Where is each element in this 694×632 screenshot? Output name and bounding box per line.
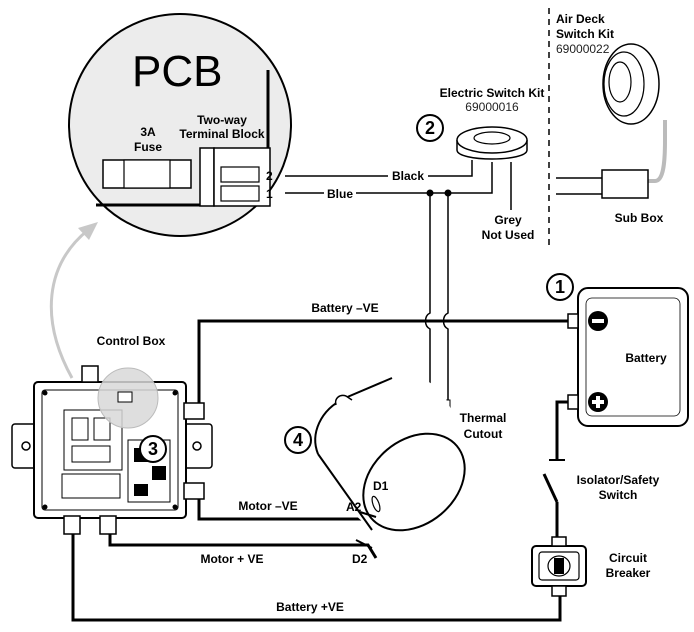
callout-1-circle	[546, 273, 574, 301]
air-deck-title-1: Air Deck	[556, 12, 605, 26]
thermal-label-1: Thermal	[460, 411, 507, 425]
control-box-label: Control Box	[97, 334, 166, 348]
wire-battery-negative	[197, 319, 570, 412]
terminal-block	[199, 147, 215, 207]
isolator-switch-icon	[542, 459, 565, 503]
callout-3: 3	[148, 439, 158, 459]
callout-1: 1	[555, 277, 565, 297]
terminal-d1: D1	[373, 479, 389, 493]
callout-2: 2	[425, 118, 435, 138]
breaker-label-1: Circuit	[609, 551, 647, 565]
callout-3-circle	[139, 435, 167, 463]
electric-switch-title: Electric Switch Kit	[440, 86, 545, 100]
fuse-rating: 3A	[140, 125, 156, 139]
breaker-label-2: Breaker	[606, 566, 651, 580]
magnifier-arrow	[49, 228, 89, 379]
sub-box-icon	[601, 169, 649, 199]
terminal-d2: D2	[352, 552, 368, 566]
callout-4: 4	[293, 430, 303, 450]
battery-icon	[567, 287, 689, 427]
junction-dot	[426, 189, 434, 197]
wire-motor-positive	[108, 530, 378, 559]
air-deck-switch-icon	[602, 43, 660, 125]
sub-box-label: Sub Box	[615, 211, 664, 225]
callout-2-circle	[416, 114, 444, 142]
magnifier-arrowhead	[78, 222, 98, 240]
wire-black-to-switch	[462, 160, 473, 177]
wire-label-motor-positive: Motor + VE	[200, 552, 263, 566]
electric-switch-icon	[456, 126, 528, 160]
terminal-label-2: Terminal Block	[179, 127, 264, 141]
terminal-a2: A2	[346, 500, 362, 514]
wire-blue-to-switch	[482, 162, 493, 194]
fuse-label: Fuse	[134, 140, 162, 154]
air-deck-title-2: Switch Kit	[556, 27, 614, 41]
wire-battery-to-isolator	[555, 400, 570, 460]
terminal-label-1: Two-way	[197, 113, 247, 127]
circuit-breaker-icon	[531, 536, 587, 597]
air-deck-code: 69000022	[556, 42, 610, 56]
wire-label-blue: Blue	[327, 187, 353, 201]
wire-label-battery-positive: Battery +VE	[276, 600, 344, 614]
pcb-title: PCB	[132, 47, 222, 96]
pin-1-label: 1	[266, 187, 273, 201]
thermal-label-2: Cutout	[464, 427, 503, 441]
pcb-magnifier	[68, 13, 292, 237]
not-used-label: Not Used	[482, 228, 535, 242]
grey-label: Grey	[494, 213, 522, 227]
wire-label-battery-negative: Battery –VE	[311, 301, 378, 315]
callout-4-circle	[284, 426, 312, 454]
wire-battery-positive	[71, 532, 562, 622]
control-box-icon	[11, 365, 213, 535]
wire-label-motor-negative: Motor –VE	[238, 499, 297, 513]
battery-label: Battery	[625, 351, 667, 365]
wire-label-black: Black	[392, 169, 424, 183]
electric-switch-code: 69000016	[465, 100, 519, 114]
pin-2-label: 2	[266, 169, 273, 183]
isolator-label-2: Switch	[599, 488, 638, 502]
isolator-label-1: Isolator/Safety	[577, 473, 660, 487]
junction-dot	[444, 189, 452, 197]
wire-air-deck-hose	[647, 120, 667, 183]
motor-icon	[314, 375, 466, 549]
